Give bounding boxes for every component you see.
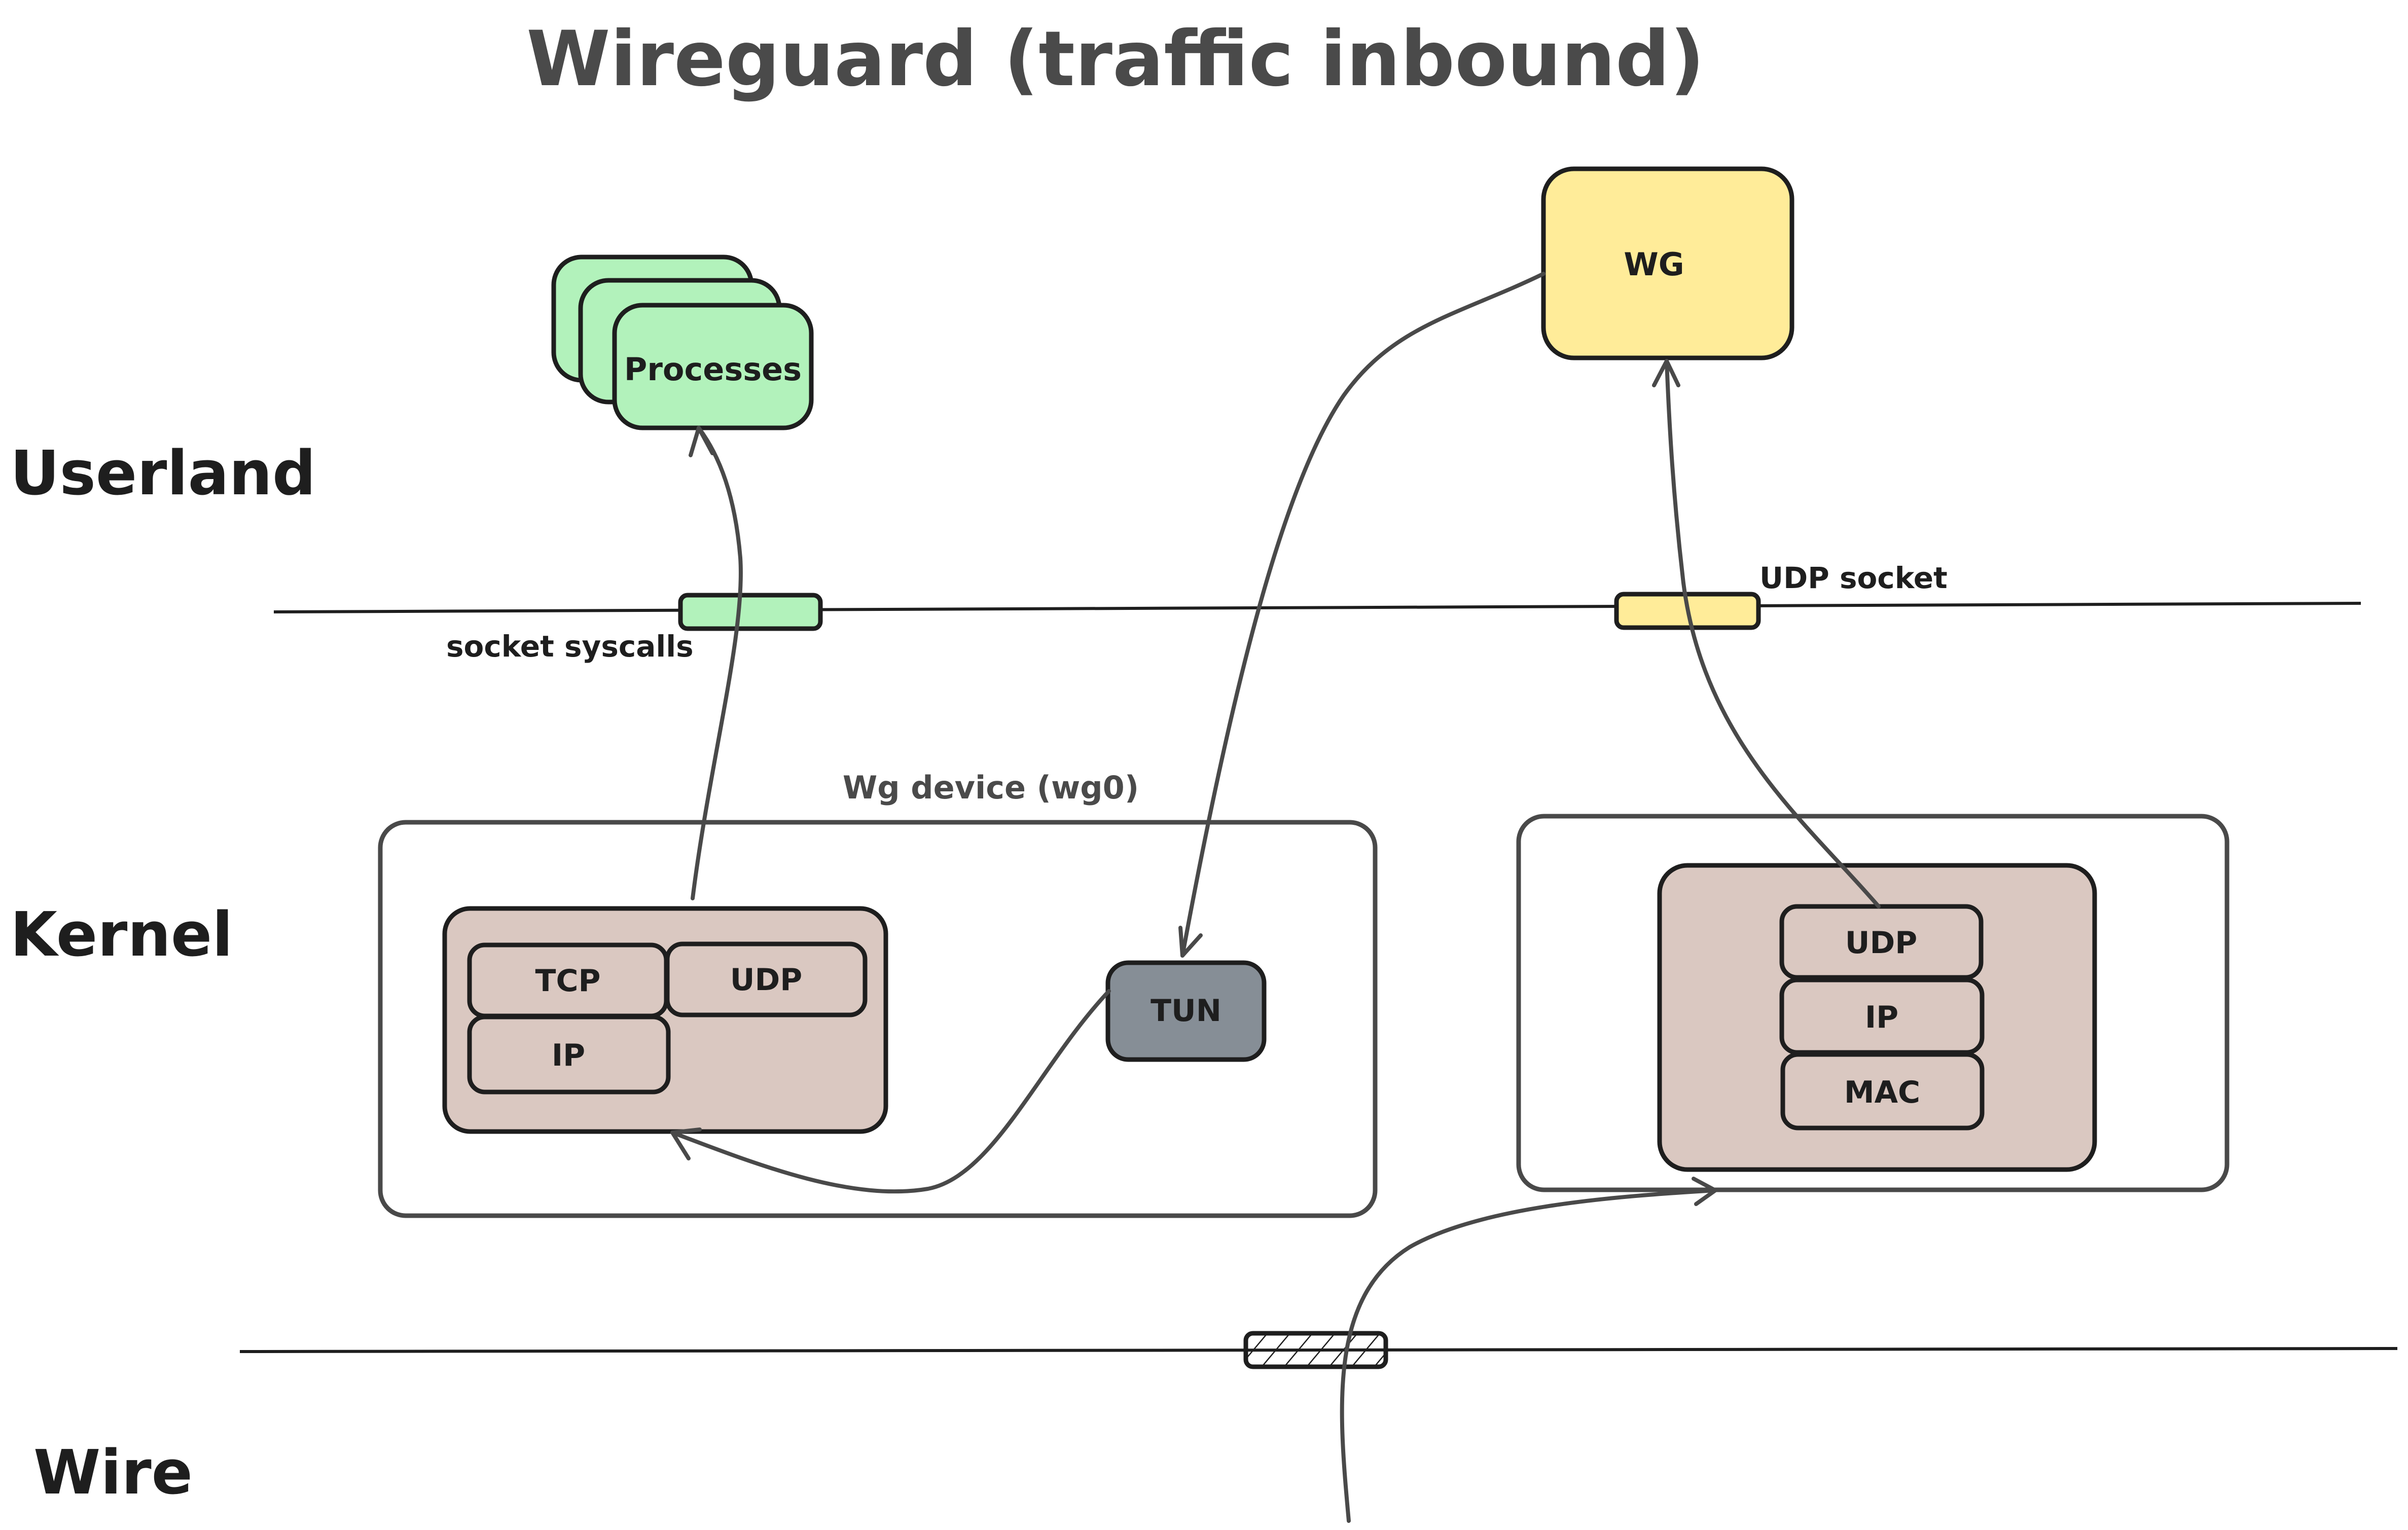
physical-stack-ip-label: IP	[1865, 1000, 1898, 1035]
wg-box-shape	[1541, 166, 1794, 360]
arrow-stack-to-processes	[689, 426, 743, 900]
socket-syscalls-port[interactable]	[678, 593, 823, 631]
diagram-title: Wireguard (traffic inbound)	[526, 15, 1705, 103]
physical-stack: UDP IP MAC	[1657, 863, 2097, 1172]
arrow-head-icon	[670, 1127, 702, 1160]
tun-label: TUN	[1151, 993, 1221, 1029]
physical-stack-mac-shape	[1780, 1052, 1985, 1131]
wg-stack-ip-shape	[467, 1014, 671, 1095]
wg-stack-udp-shape	[665, 941, 868, 1017]
arrow-wg-to-tun	[1178, 272, 1546, 958]
arrow-head-icon	[1652, 359, 1680, 387]
physical-stack-mac-label: MAC	[1844, 1075, 1920, 1110]
physical-stack-mac[interactable]: MAC	[1780, 1052, 1985, 1131]
tun-interface[interactable]: TUN	[1105, 960, 1267, 1062]
layer-label-userland: Userland	[10, 439, 316, 509]
socket-syscalls-label: socket syscalls	[446, 629, 694, 664]
wg-process-box[interactable]: WG	[1541, 166, 1794, 360]
wg-device-label: Wg device (wg0)	[843, 769, 1139, 806]
wg-stack-tcp-label: TCP	[535, 963, 601, 999]
arrow-wire-to-nic	[1340, 1177, 1717, 1523]
wg-stack-ip[interactable]: IP	[467, 1014, 671, 1095]
processes-label: Processes	[624, 351, 802, 388]
udp-socket-label: UDP socket	[1759, 561, 1948, 595]
processes-group[interactable]: Processes	[551, 254, 814, 430]
wg-label: WG	[1624, 246, 1684, 283]
physical-stack-udp[interactable]: UDP	[1779, 904, 1984, 980]
arrow-head-icon	[689, 426, 714, 457]
arrow-head-icon	[1178, 926, 1203, 958]
arrow-tun-to-stack	[670, 989, 1111, 1194]
physical-device-pane	[1516, 814, 2230, 1192]
wg-stack-ip-label: IP	[552, 1038, 585, 1073]
process-card-front	[612, 303, 814, 430]
arrow-head-icon	[1692, 1177, 1717, 1206]
physical-stack-ip[interactable]: IP	[1779, 977, 1985, 1055]
wg-stack-tcp[interactable]: TCP	[467, 942, 669, 1018]
tun-shape	[1105, 960, 1267, 1062]
physical-stack-udp-label: UDP	[1845, 925, 1918, 961]
layer-label-wire: Wire	[33, 1438, 193, 1508]
userland-kernel-boundary	[273, 602, 2361, 613]
wg-device-stack: TCP UDP IP	[442, 906, 888, 1134]
layer-label-kernel: Kernel	[10, 900, 233, 970]
wire-nic-port[interactable]	[1243, 1331, 1388, 1369]
wg-device-pane	[378, 820, 1378, 1218]
wg-stack-udp-label: UDP	[730, 962, 803, 998]
physical-stack-udp-shape	[1779, 904, 1984, 980]
wg-stack-udp[interactable]: UDP	[665, 941, 868, 1017]
arrow-nic-to-wg	[1652, 359, 1881, 908]
